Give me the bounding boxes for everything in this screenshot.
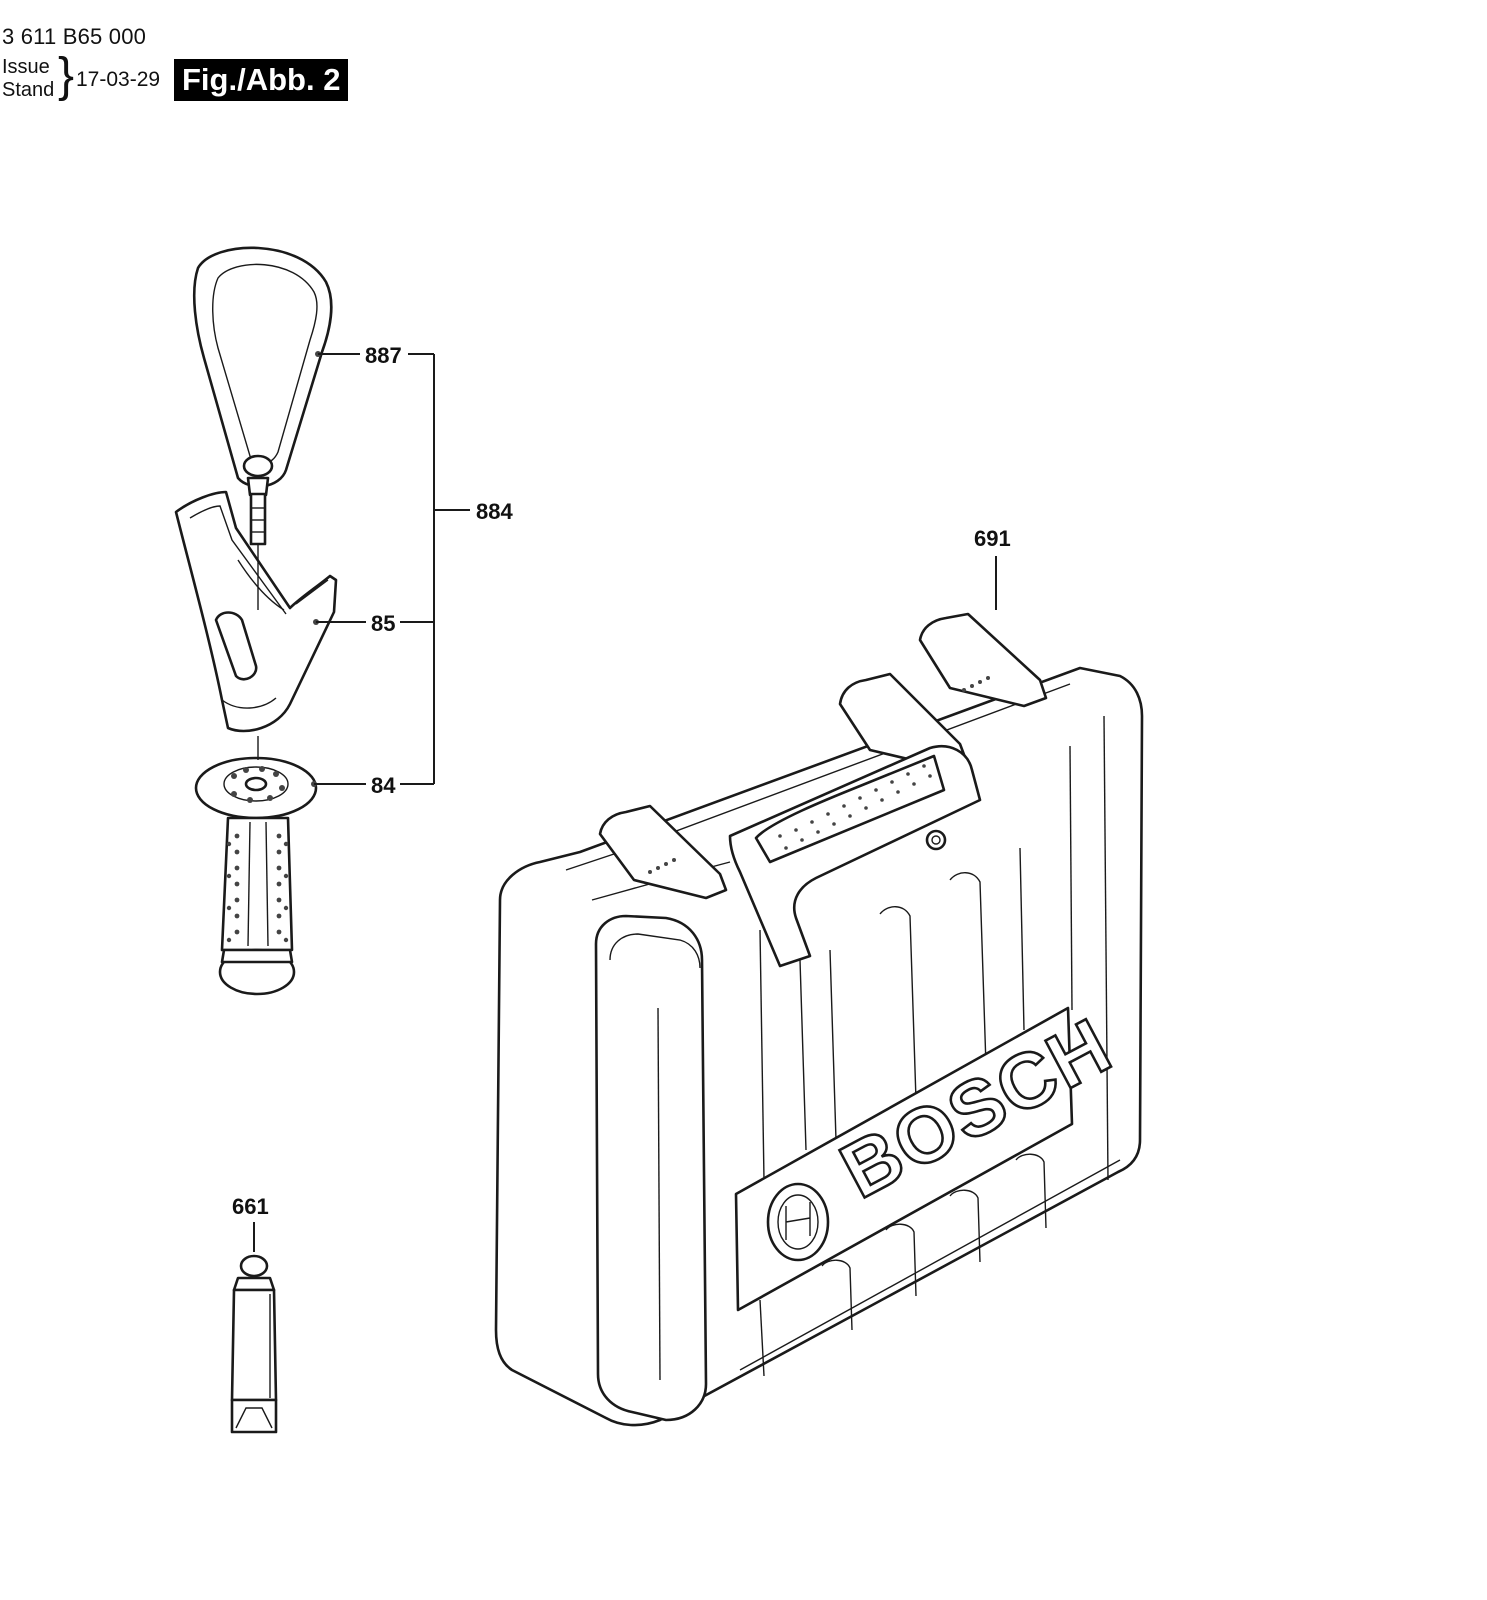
callout-group-884: 887 85 84 884	[311, 343, 513, 798]
issue-stand-label: Issue Stand	[2, 56, 54, 102]
brace-glyph: }	[58, 49, 75, 102]
bosch-armature-logo	[766, 1182, 830, 1262]
flange-teeth	[231, 766, 285, 803]
handle-grip-texture	[778, 764, 932, 850]
callout-84: 84	[371, 773, 396, 798]
hinge-dots	[648, 676, 990, 874]
callout-887: 887	[365, 343, 402, 368]
stand-label: Stand	[2, 79, 55, 101]
part-887-handle-loop	[192, 246, 333, 546]
issue-label: Issue	[2, 56, 50, 78]
callout-85: 85	[371, 611, 395, 636]
callout-884: 884	[476, 499, 513, 524]
callout-661: 661	[232, 1194, 269, 1219]
part-85-handle-bracket	[174, 490, 338, 733]
part-661-grease-tube: 661	[230, 1194, 278, 1434]
figure-label: Fig./Abb. 2	[174, 59, 349, 101]
document-number: 3 611 B65 000	[2, 24, 147, 49]
part-691-carrying-case: 691	[494, 526, 1144, 1427]
grip-dots	[226, 833, 289, 943]
issue-date: 17-03-29	[76, 68, 161, 91]
callout-691: 691	[974, 526, 1011, 551]
part-84-side-handle	[194, 756, 318, 996]
